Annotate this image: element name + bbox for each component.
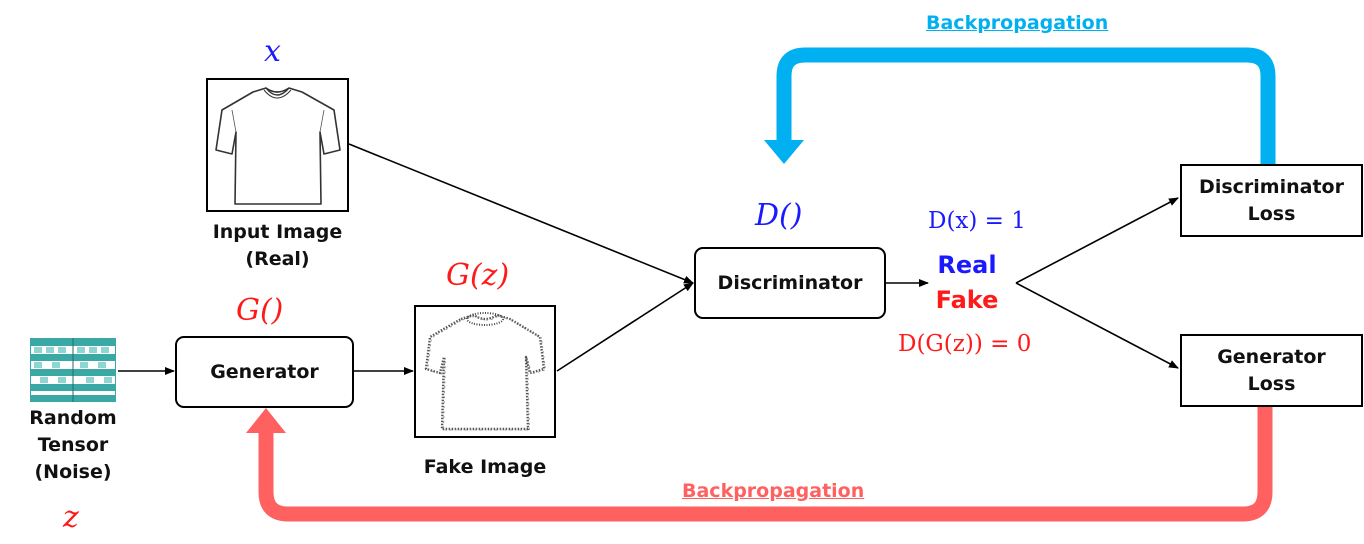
fake-image-label: Fake Image — [423, 456, 547, 478]
disc-loss-line-2: Loss — [1247, 202, 1296, 225]
discriminator-function-label: D() — [755, 198, 803, 233]
arrow-output-to-disc-loss — [1015, 197, 1179, 284]
discriminator-loss-box: Discriminator Loss — [1180, 164, 1363, 237]
input-image-subtitle: (Real) — [245, 248, 310, 270]
gen-loss-line-2: Loss — [1247, 372, 1296, 395]
fake-image-frame — [414, 305, 556, 438]
arrow-output-to-gen-loss — [1015, 282, 1179, 369]
fake-target-equation: D(G(z)) = 0 — [898, 331, 1032, 357]
generator-function-label: G() — [236, 293, 284, 328]
real-output-label: Real — [937, 251, 997, 279]
input-image-frame — [206, 78, 349, 212]
input-image-label: Input Image (Real) — [196, 219, 359, 273]
arrow-fake-to-discriminator — [556, 282, 694, 372]
random-tensor-line-3: (Noise) — [34, 461, 112, 483]
discriminator-box: Discriminator — [694, 247, 886, 319]
backprop-red-arrowhead — [246, 408, 286, 433]
real-target-equation: D(x) = 1 — [928, 208, 1026, 234]
random-tensor-line-2: Tensor — [37, 434, 109, 456]
backprop-label-bottom: Backpropagation — [682, 480, 865, 502]
tshirt-icon — [215, 87, 341, 205]
noise-tensor-icon — [30, 338, 116, 402]
generated-output-label: G(z) — [446, 258, 510, 293]
backprop-blue-path — [776, 47, 1276, 164]
backprop-label-top: Backpropagation — [926, 12, 1109, 34]
arrow-real-to-discriminator — [348, 143, 694, 284]
real-input-variable: x — [264, 34, 281, 69]
noisy-tshirt-icon — [424, 312, 547, 431]
disc-loss-line-1: Discriminator — [1199, 175, 1344, 198]
generator-label: Generator — [210, 361, 319, 383]
random-tensor-label: Random Tensor (Noise) — [12, 405, 134, 486]
fake-output-label: Fake — [935, 286, 999, 314]
discriminator-label: Discriminator — [717, 272, 863, 294]
generator-box: Generator — [175, 336, 354, 408]
input-image-title: Input Image — [212, 221, 343, 243]
backprop-blue-arrowhead — [764, 140, 804, 164]
gen-loss-line-1: Generator — [1217, 345, 1326, 368]
random-tensor-line-1: Random — [29, 407, 117, 429]
noise-variable: z — [63, 500, 79, 535]
generator-loss-box: Generator Loss — [1180, 334, 1363, 407]
backprop-red-path — [258, 407, 1273, 522]
